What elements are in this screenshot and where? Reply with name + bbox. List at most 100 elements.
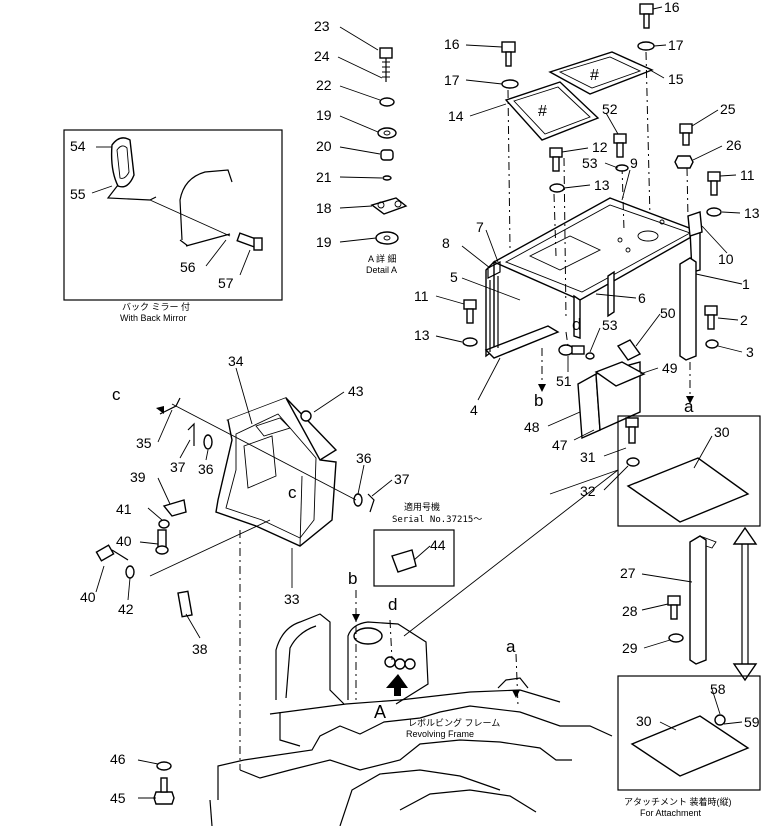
- stand-left-bolts: [462, 299, 478, 347]
- back-mirror-caption-en: With Back Mirror: [120, 313, 187, 323]
- callout-23: 23: [314, 18, 330, 34]
- callout-27: 27: [620, 565, 636, 581]
- ref-b-lower: b: [348, 569, 357, 588]
- callout-2: 2: [740, 312, 748, 328]
- back-mirror-caption-jp: バック ミラー 付: [122, 302, 190, 312]
- callout-30a: 30: [714, 424, 730, 440]
- callout-49: 49: [662, 360, 678, 376]
- callout-36b: 36: [356, 450, 372, 466]
- callout-3: 3: [746, 344, 754, 360]
- callout-12: 12: [592, 139, 608, 155]
- ref-arrows: [156, 384, 694, 698]
- for-attachment-box: [617, 675, 761, 791]
- callout-59: 59: [744, 714, 760, 730]
- mirror-bolt: [236, 232, 263, 251]
- callout-34: 34: [228, 353, 244, 369]
- callout-8: 8: [442, 235, 450, 251]
- callout-16b: 16: [664, 0, 680, 15]
- callout-38: 38: [192, 641, 208, 657]
- back-mirror-inset: [63, 129, 283, 301]
- callout-37a: 37: [170, 459, 186, 475]
- ref-a-lower: a: [506, 637, 516, 656]
- console-stand: [484, 157, 703, 359]
- callout-17a: 17: [444, 72, 460, 88]
- mirror-part: [110, 137, 135, 188]
- callout-54: 54: [70, 138, 86, 154]
- callout-36a: 36: [198, 461, 214, 477]
- callout-28: 28: [622, 603, 638, 619]
- serial-caption-en: Serial No.37215～: [392, 515, 482, 525]
- ref-A: A: [374, 702, 386, 722]
- upper-right-hardware: [549, 123, 722, 217]
- callout-41: 41: [116, 501, 132, 517]
- bracket-27: [667, 535, 717, 665]
- ref-d-upper: d: [572, 315, 581, 334]
- callout-13c: 13: [414, 327, 430, 343]
- svg-text:#: #: [538, 103, 547, 120]
- callout-11a: 11: [740, 167, 755, 183]
- detail-a-caption-en: Detail A: [366, 265, 397, 275]
- callout-55: 55: [70, 186, 86, 202]
- callout-15: 15: [668, 71, 684, 87]
- callout-40a: 40: [116, 533, 132, 549]
- callout-45: 45: [110, 790, 126, 806]
- callout-22: 22: [316, 77, 332, 93]
- callout-20: 20: [316, 138, 332, 154]
- callout-5: 5: [450, 269, 458, 285]
- callout-19b: 19: [316, 234, 332, 250]
- callout-35: 35: [136, 435, 152, 451]
- callout-13b: 13: [744, 205, 760, 221]
- detail-a-caption-jp: A 詳 細: [368, 253, 397, 264]
- reference-letters: d b a c c b d a A: [112, 315, 694, 722]
- callout-58: 58: [710, 681, 726, 697]
- callout-37b: 37: [394, 471, 410, 487]
- bolt-45-46: [153, 761, 175, 805]
- callout-48: 48: [524, 419, 540, 435]
- revolving-frame: [209, 613, 613, 826]
- callout-50: 50: [660, 305, 676, 321]
- callout-40b: 40: [80, 589, 96, 605]
- callout-11b: 11: [414, 288, 429, 304]
- callout-leaders: [91, 6, 743, 799]
- mirror-stay: [106, 184, 157, 201]
- callout-52: 52: [602, 101, 618, 117]
- revolving-caption-en: Revolving Frame: [406, 729, 474, 739]
- callout-33: 33: [284, 591, 300, 607]
- captions: A 詳 細 Detail A バック ミラー 付 With Back Mirro…: [120, 253, 732, 818]
- callout-25: 25: [720, 101, 736, 117]
- callout-26: 26: [726, 137, 742, 153]
- callout-7: 7: [476, 219, 484, 235]
- dashed-leaders: [239, 331, 691, 770]
- floor-plates: # #: [501, 3, 655, 249]
- ref-a-upper: a: [684, 397, 694, 416]
- callout-53a: 53: [582, 155, 598, 171]
- callout-4: 4: [470, 402, 478, 418]
- callout-47: 47: [552, 437, 568, 453]
- callout-24: 24: [314, 48, 330, 64]
- ref-c-left: c: [112, 385, 121, 404]
- ref-d-lower: d: [388, 595, 397, 614]
- callout-1: 1: [742, 276, 750, 292]
- callout-13a: 13: [594, 177, 610, 193]
- callout-53b: 53: [602, 317, 618, 333]
- serial-caption-jp: 適用号機: [404, 501, 440, 512]
- callout-51: 51: [556, 373, 572, 389]
- callout-14: 14: [448, 108, 464, 124]
- callout-19: 19: [316, 107, 332, 123]
- callout-46: 46: [110, 751, 126, 767]
- callout-43: 43: [348, 383, 364, 399]
- side-panels: [558, 339, 646, 440]
- callout-44: 44: [430, 537, 446, 553]
- callout-17b: 17: [668, 37, 684, 53]
- callout-42: 42: [118, 601, 134, 617]
- bracket-1: [679, 257, 719, 361]
- callout-57: 57: [218, 275, 234, 291]
- serial-inset: [373, 529, 455, 587]
- callout-10: 10: [718, 251, 734, 267]
- attachment-caption-jp: アタッチメント 装着時(縦): [624, 796, 732, 807]
- callout-30b: 30: [636, 713, 652, 729]
- callout-56: 56: [180, 259, 196, 275]
- svg-text:#: #: [590, 67, 599, 84]
- callout-31: 31: [580, 449, 596, 465]
